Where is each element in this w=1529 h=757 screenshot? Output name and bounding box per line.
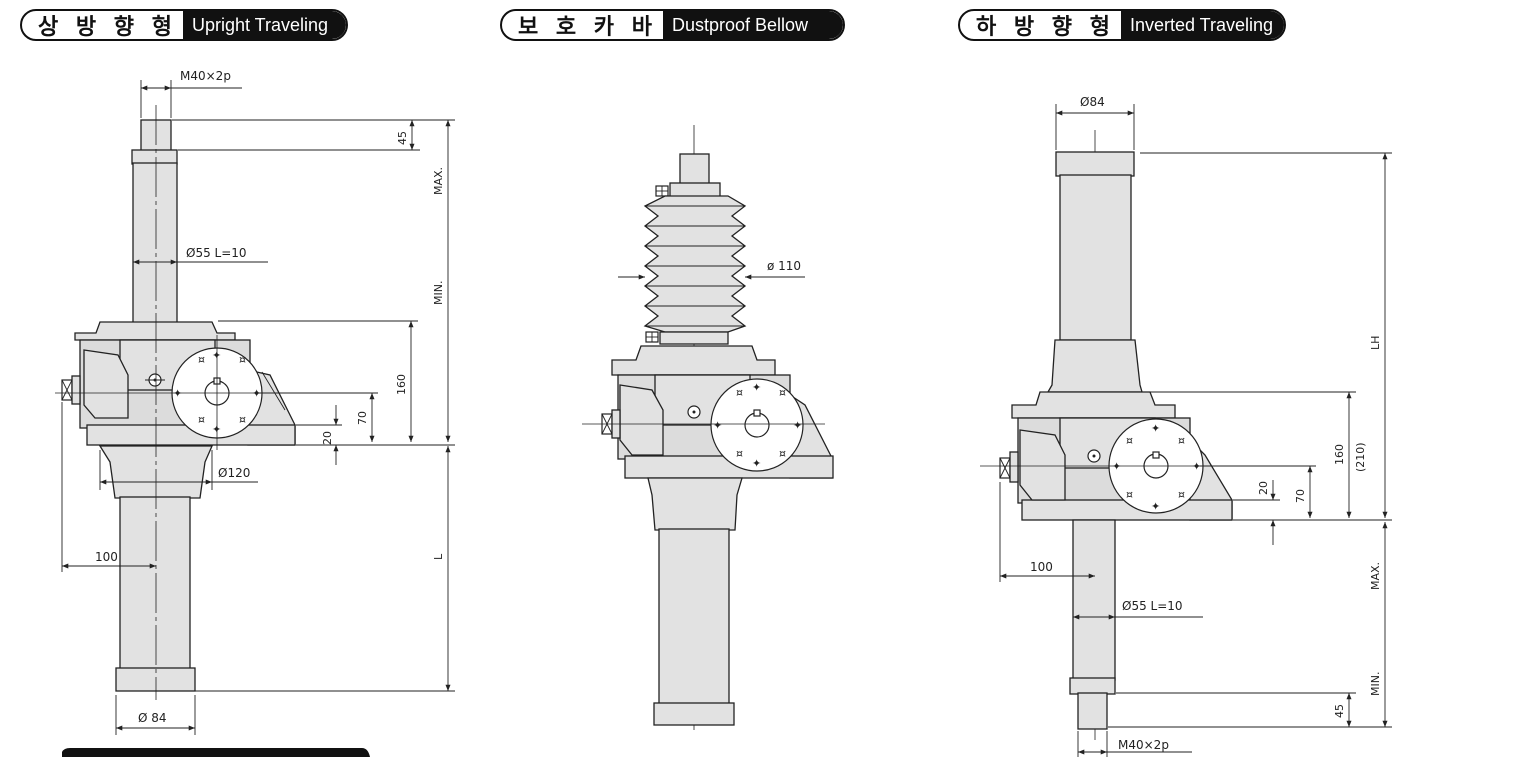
svg-text:✦: ✦ (173, 387, 182, 400)
svg-text:¤: ¤ (198, 353, 205, 366)
inverted-thread-label: M40×2p (1118, 738, 1169, 752)
upright-flange-label: Ø120 (218, 466, 250, 480)
svg-text:¤: ¤ (736, 447, 743, 460)
svg-text:✦: ✦ (793, 419, 802, 432)
inverted-45-label: 45 (1333, 704, 1346, 718)
inverted-top-label: Ø84 (1080, 95, 1105, 109)
bellow-jack-drawing: ¤ ¤ ¤ ¤ ✦ ✦ ✦ ✦ ø 110 (582, 125, 834, 730)
svg-text:¤: ¤ (239, 353, 246, 366)
svg-text:¤: ¤ (1178, 488, 1185, 501)
inverted-20-label: 20 (1257, 481, 1270, 495)
inverted-70-label: 70 (1294, 489, 1307, 503)
inverted-160-label: 160 (1333, 444, 1346, 465)
header-bellow-en: Dustproof Bellow (662, 11, 843, 39)
upright-min-label: MIN. (432, 281, 445, 305)
inverted-210-label: (210) (1354, 442, 1367, 472)
svg-text:¤: ¤ (779, 386, 786, 399)
svg-text:✦: ✦ (1192, 460, 1201, 473)
inverted-min-label: MIN. (1369, 672, 1382, 696)
upright-jack-drawing: ¤ ¤ ¤ ¤ ✦ ✦ ✦ ✦ M40×2p 45 M (55, 69, 455, 757)
svg-text:¤: ¤ (198, 413, 205, 426)
svg-text:¤: ¤ (1126, 488, 1133, 501)
upright-100-label: 100 (95, 550, 118, 564)
svg-text:✦: ✦ (752, 457, 761, 470)
bellow-diameter-label: ø 110 (767, 259, 801, 273)
upright-rod-label: Ø55 L=10 (186, 246, 247, 260)
svg-text:✦: ✦ (713, 419, 722, 432)
inverted-max-label: MAX. (1369, 562, 1382, 590)
svg-text:¤: ¤ (1178, 434, 1185, 447)
header-inverted-en: Inverted Traveling (1120, 11, 1284, 39)
upright-70-label: 70 (356, 411, 369, 425)
upright-L-label: L (432, 553, 445, 560)
header-inverted-ko: 하 방 향 형 (976, 15, 1115, 40)
svg-text:¤: ¤ (239, 413, 246, 426)
header-bellow-ko: 보 호 카 바 (518, 15, 657, 40)
svg-text:✦: ✦ (752, 381, 761, 394)
svg-text:¤: ¤ (1126, 434, 1133, 447)
upright-end-label: Ø 84 (138, 711, 167, 725)
header-upright-en: Upright Traveling (182, 11, 346, 39)
upright-thread-label: M40×2p (180, 69, 231, 83)
header-upright-traveling: 상 방 향 형 Upright Traveling (20, 9, 348, 41)
svg-text:¤: ¤ (736, 386, 743, 399)
svg-text:✦: ✦ (1151, 500, 1160, 513)
svg-text:✦: ✦ (1151, 422, 1160, 435)
header-dustproof-bellow: 보 호 카 바 Dustproof Bellow (500, 9, 845, 41)
svg-text:✦: ✦ (1112, 460, 1121, 473)
svg-text:¤: ¤ (779, 447, 786, 460)
inverted-rod-label: Ø55 L=10 (1122, 599, 1183, 613)
upright-45-label: 45 (396, 131, 409, 145)
inverted-jack-drawing: ¤ ¤ ¤ ¤ ✦ ✦ ✦ ✦ Ø84 LH 160 (210) 70 (980, 95, 1392, 757)
inverted-lh-label: LH (1369, 336, 1382, 350)
svg-text:✦: ✦ (252, 387, 261, 400)
upright-max-label: MAX. (432, 167, 445, 195)
inverted-100-label: 100 (1030, 560, 1053, 574)
upright-160-label: 160 (395, 374, 408, 395)
upright-20-label: 20 (321, 431, 334, 445)
header-upright-ko: 상 방 향 형 (38, 15, 177, 40)
header-inverted-traveling: 하 방 향 형 Inverted Traveling (958, 9, 1286, 41)
